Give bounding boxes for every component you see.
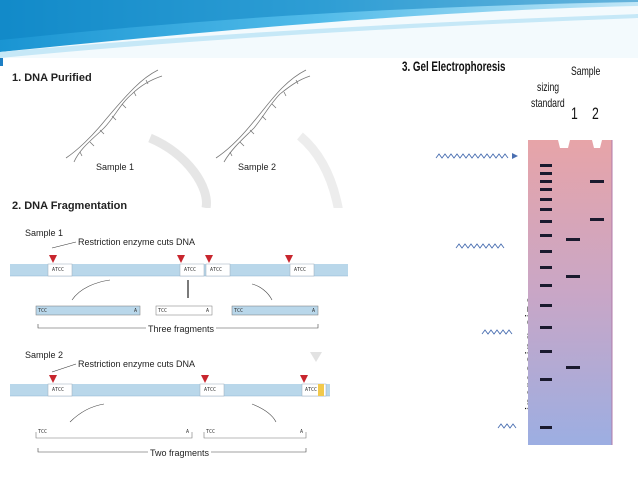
sample2-band: [590, 180, 604, 183]
section-title-dna-purified: 1. DNA Purified: [12, 72, 92, 84]
frag-sample-1-annotation: Restriction enzyme cuts DNA: [78, 237, 196, 247]
std-band: [540, 234, 552, 237]
std-band: [540, 378, 552, 381]
dna-helix-illustration: [65, 69, 343, 208]
sample2-band: [590, 218, 604, 221]
frag-end-1c-end: A: [312, 308, 316, 314]
std-band: [540, 350, 552, 353]
flow-arrow-sample-2: [297, 132, 343, 208]
fragment-size-icons: [435, 153, 517, 429]
gel-slab: [528, 140, 612, 445]
site-label-1b: ATCC: [184, 267, 197, 273]
frag-end-2a-start: TCC: [38, 429, 48, 435]
frag-end-1b-start: TCC: [158, 308, 168, 314]
frag-end-1b-end: A: [206, 308, 210, 314]
site-label-2a: ATCC: [52, 387, 65, 393]
site-label-2c: ATCC: [305, 387, 318, 393]
cut-marker-1c: [205, 255, 213, 263]
fragments-label-two: Two fragments: [148, 448, 212, 458]
flow-arrow-head: [310, 352, 322, 362]
cut-marker-1d: [285, 255, 293, 263]
std-band: [540, 172, 552, 175]
fragments-label-three: Three fragments: [146, 324, 217, 334]
frag-end-2a-end: A: [186, 429, 190, 435]
site-label-1a: ATCC: [52, 267, 65, 273]
cut-marker-2c: [300, 375, 308, 383]
dna-helix-sample-1: [65, 69, 163, 163]
cut-marker-1b: [177, 255, 185, 263]
helix-label-sample-2: Sample 2: [238, 162, 277, 172]
fragment-1b: [155, 305, 213, 316]
frag-sample-1-label: Sample 1: [25, 228, 64, 238]
std-band: [540, 188, 552, 191]
fragment-1a: [35, 305, 141, 316]
gel-col-sample-header: Sample: [571, 64, 601, 78]
frag-end-1c-start: TCC: [234, 308, 244, 314]
gel-col-sizing-line1: sizing: [537, 80, 560, 94]
std-band: [540, 198, 552, 201]
frag-end-1a-start: TCC: [38, 308, 48, 314]
frag-sample-2-label: Sample 2: [25, 350, 64, 360]
header-swoosh: [0, 0, 638, 58]
sample1-band: [566, 366, 580, 369]
cut-marker-2a: [49, 375, 57, 383]
std-band: [540, 208, 552, 211]
site-label-2b: ATCC: [204, 387, 217, 393]
dna-strand-sample-2: [10, 352, 330, 453]
gel-lane-standard: [540, 164, 552, 429]
std-band: [540, 250, 552, 253]
section-title-gel-electrophoresis: 3. Gel Electrophoresis: [402, 58, 506, 74]
std-band: [540, 180, 552, 183]
gel-col-sizing-line2: standard: [531, 96, 565, 110]
left-accent-bar: [0, 58, 3, 66]
gel-lane-sample-2: [590, 180, 604, 221]
dna-helix-sample-2: [215, 69, 311, 163]
fragment-2a: [35, 432, 193, 439]
helix-label-sample-1: Sample 1: [96, 162, 135, 172]
sample1-band: [566, 275, 580, 278]
gel-col-sample-2: 2: [592, 104, 599, 123]
frag-end-1a-end: A: [134, 308, 138, 314]
site-label-1c: ATCC: [210, 267, 223, 273]
std-band: [540, 304, 552, 307]
std-band: [540, 284, 552, 287]
std-band: [540, 266, 552, 269]
section-title-dna-fragmentation: 2. DNA Fragmentation: [12, 200, 128, 212]
fragment-2b: [203, 432, 307, 439]
cut-marker-2b: [201, 375, 209, 383]
frag-end-2b-end: A: [300, 429, 304, 435]
flow-arrow-sample-1: [148, 133, 211, 208]
site-label-1d: ATCC: [294, 267, 307, 273]
gel-illustration: [435, 140, 613, 445]
sample1-band: [566, 238, 580, 241]
std-band: [540, 426, 552, 429]
std-band: [540, 220, 552, 223]
frag-sample-2-annotation: Restriction enzyme cuts DNA: [78, 359, 196, 369]
gel-col-sample-1: 1: [571, 104, 578, 123]
frag-end-2b-start: TCC: [206, 429, 216, 435]
std-band: [540, 164, 552, 167]
cut-marker-1a: [49, 255, 57, 263]
fragment-1c: [231, 305, 319, 316]
std-band: [540, 326, 552, 329]
gel-lane-sample-1: [566, 238, 580, 369]
